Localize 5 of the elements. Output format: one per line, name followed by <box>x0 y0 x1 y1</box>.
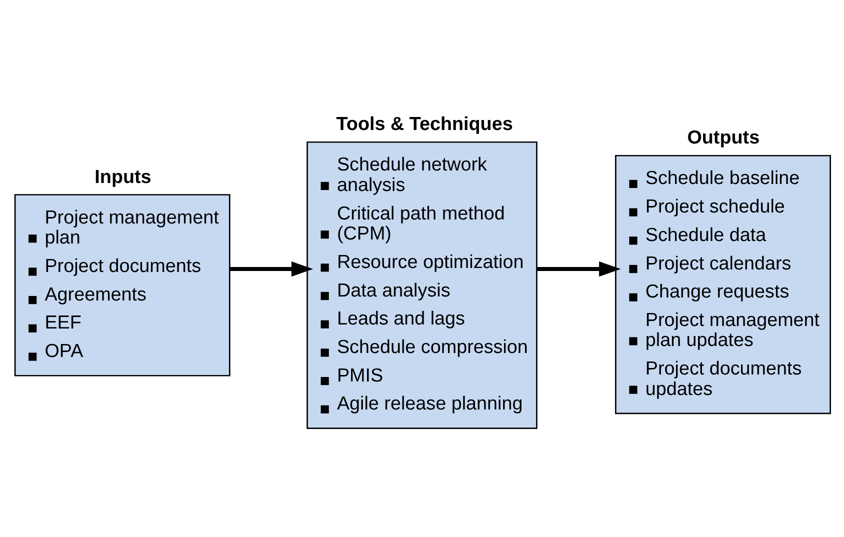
node-label: Outputs <box>687 127 760 148</box>
node-label: Tools & Techniques <box>336 114 513 135</box>
arrow <box>537 260 621 276</box>
arrow <box>229 260 314 276</box>
node-label: Inputs <box>94 166 152 188</box>
